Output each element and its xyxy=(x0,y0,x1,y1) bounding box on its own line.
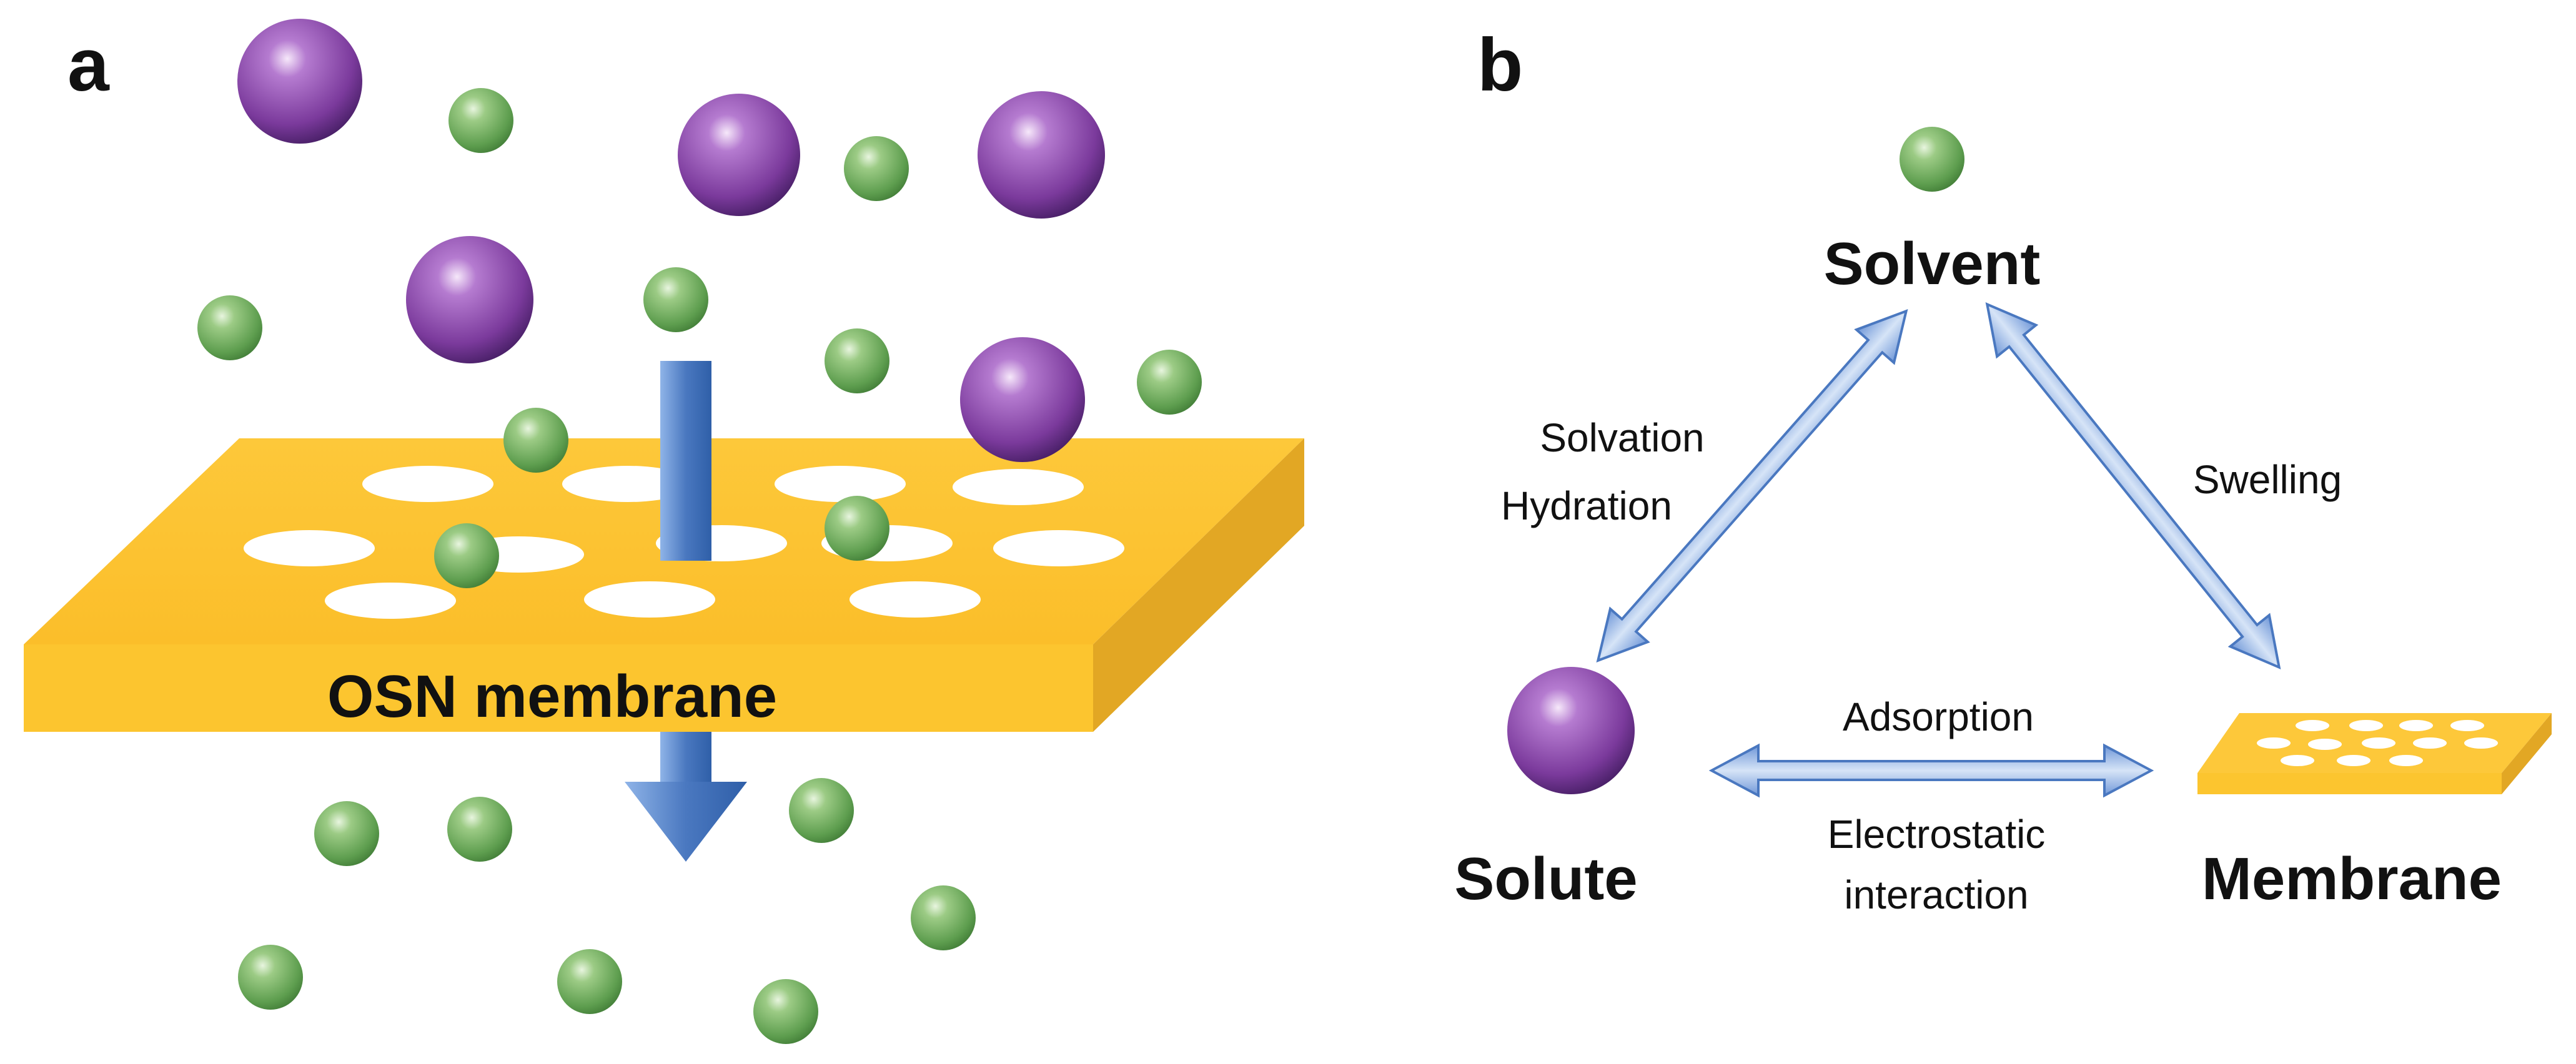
arrow-solvent-membrane xyxy=(1985,302,2281,670)
pore xyxy=(850,581,981,618)
flow-arrow-shaft-lower xyxy=(660,732,711,782)
solvent-particle xyxy=(314,801,379,866)
flow-arrow-head xyxy=(625,782,747,862)
solvent-particle xyxy=(503,408,568,473)
permeate-particles xyxy=(238,778,976,1044)
flow-arrow-shaft-upper xyxy=(660,361,711,561)
feed-particles xyxy=(197,19,1202,415)
panel-a-label: a xyxy=(67,23,110,107)
solute-node-label: Solute xyxy=(1454,845,1637,912)
solute-particle xyxy=(978,91,1105,219)
solvent-particle xyxy=(789,778,854,843)
pore xyxy=(2349,720,2383,731)
arrow-solute-solvent xyxy=(1596,309,1908,663)
mini-membrane-pores xyxy=(2257,720,2498,766)
solute-node-particle xyxy=(1507,667,1635,794)
membrane-front-face xyxy=(24,644,1093,732)
pore xyxy=(2257,737,2291,749)
arrow-solute-membrane xyxy=(1708,743,2154,798)
label-interaction: interaction xyxy=(1844,872,2028,917)
pore xyxy=(2308,739,2342,750)
pore xyxy=(775,466,906,502)
solute-particle xyxy=(960,337,1085,462)
pore xyxy=(2399,720,2433,731)
solute-particle xyxy=(406,236,533,363)
pore xyxy=(325,583,456,619)
solvent-particle xyxy=(238,945,303,1010)
mini-membrane-side xyxy=(2502,713,2552,794)
solvent-node-label: Solvent xyxy=(1824,230,2041,297)
label-adsorption: Adsorption xyxy=(1843,694,2034,739)
label-hydration: Hydration xyxy=(1501,483,1672,528)
panel-b: b Solvent Solute xyxy=(1454,23,2552,917)
panel-b-label: b xyxy=(1477,23,1523,107)
pore xyxy=(2296,720,2329,731)
pore xyxy=(362,466,493,502)
membrane-label: OSN membrane xyxy=(327,663,777,730)
solvent-particle xyxy=(448,88,513,153)
label-electrostatic: Electrostatic xyxy=(1828,812,2046,857)
solvent-particle xyxy=(911,885,976,950)
mini-membrane-front xyxy=(2197,773,2502,794)
solvent-particle xyxy=(753,979,818,1044)
solvent-particle xyxy=(447,797,512,862)
solvent-particle xyxy=(1137,350,1202,415)
solvent-particle xyxy=(825,496,889,561)
pore xyxy=(584,581,715,618)
solvent-particle xyxy=(643,267,708,332)
membrane-node xyxy=(2197,713,2552,794)
solvent-particle xyxy=(197,295,262,360)
solvent-particle xyxy=(434,523,499,588)
label-swelling: Swelling xyxy=(2193,457,2342,502)
membrane-side-face xyxy=(1093,438,1304,732)
solvent-particle xyxy=(557,949,622,1014)
pore xyxy=(2337,755,2370,766)
pore xyxy=(244,530,375,566)
label-solvation: Solvation xyxy=(1540,415,1704,460)
pore xyxy=(953,469,1084,505)
panel-a: a xyxy=(24,19,1304,1044)
solvent-particle xyxy=(825,328,889,393)
solvent-node-particle xyxy=(1900,127,1964,192)
solute-particle xyxy=(678,94,800,216)
solvent-particle xyxy=(844,136,909,201)
pore xyxy=(2362,737,2395,749)
pore xyxy=(2389,755,2423,766)
pore xyxy=(993,530,1124,566)
pore xyxy=(2450,720,2484,731)
pore xyxy=(2281,755,2314,766)
flow-arrow xyxy=(625,361,747,862)
membrane-node-label: Membrane xyxy=(2202,845,2502,912)
pore xyxy=(2464,737,2498,749)
pore xyxy=(2413,737,2447,749)
solute-particle xyxy=(237,19,362,144)
